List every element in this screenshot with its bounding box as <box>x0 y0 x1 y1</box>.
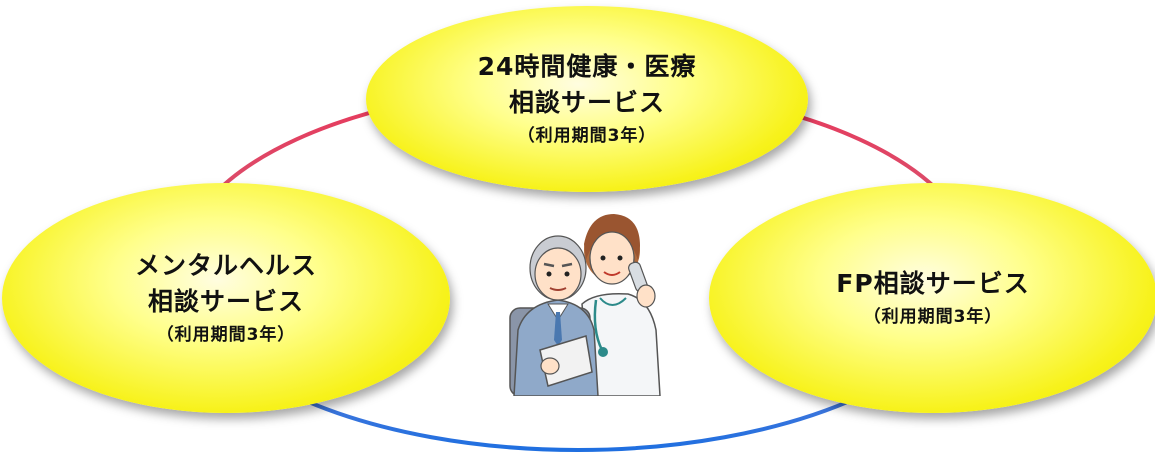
bubble-note: （利用期間3年） <box>517 126 657 146</box>
elderly-man-figure <box>513 235 599 396</box>
health-medical-consultation-bubble: 24時間健康・医療 相談サービス （利用期間3年） <box>366 6 808 192</box>
mental-health-consultation-bubble: メンタルヘルス 相談サービス （利用期間3年） <box>2 183 450 413</box>
elderly-man-and-nurse-illustration <box>509 214 661 396</box>
bubble-title-line2: 相談サービス <box>508 88 665 117</box>
bubble-title-line2: 相談サービス <box>147 287 304 316</box>
nurse-figure <box>581 214 661 396</box>
fp-consultation-bubble: FP相談サービス （利用期間3年） <box>709 183 1155 413</box>
bubble-note: （利用期間3年） <box>156 325 296 345</box>
bubble-title-line1: 24時間健康・医療 <box>477 52 697 81</box>
bubble-title-line1: FP相談サービス <box>836 269 1030 298</box>
bubble-note: （利用期間3年） <box>863 307 1003 327</box>
bubble-title-line1: メンタルヘルス <box>134 251 317 280</box>
